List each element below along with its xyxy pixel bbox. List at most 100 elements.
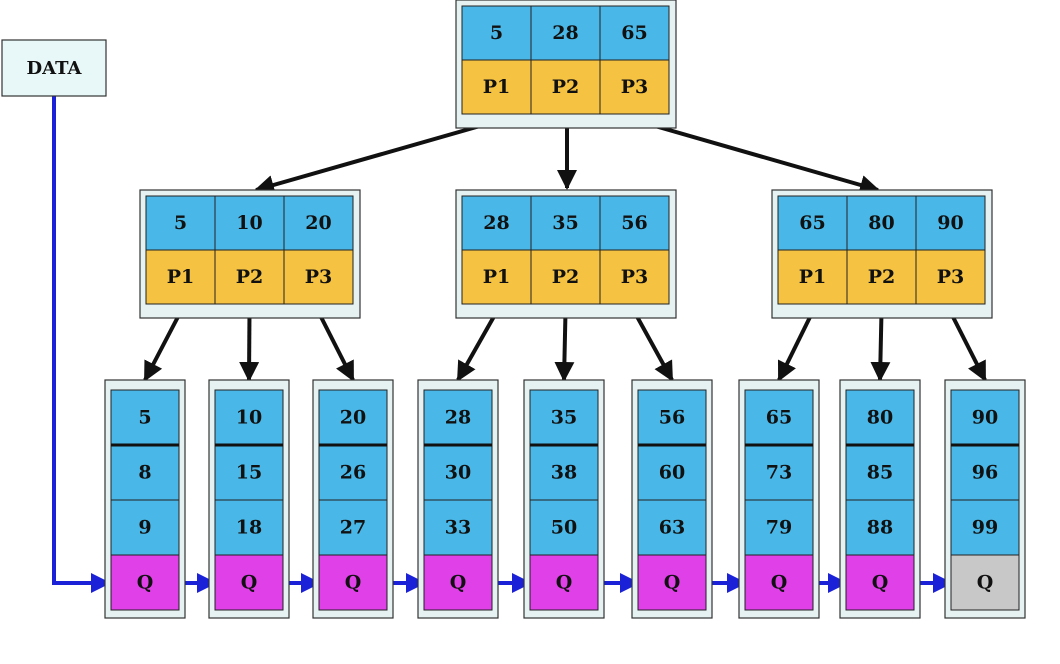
nodes-layer: 5P128P265P35P110P220P328P135P256P365P180… xyxy=(1,0,1026,619)
leaf-node-4-key-0-text: 28 xyxy=(445,407,471,429)
leaf-node-2-next-pointer-text: Q xyxy=(241,572,258,594)
leaf-node-8-key-2-text: 88 xyxy=(867,517,893,539)
leaf-node-6-key-1-cell xyxy=(637,444,707,501)
arrow-internal-to-leaf-7 xyxy=(777,311,815,382)
internal-node-3-key-2-cell xyxy=(915,195,986,251)
arrow-internal-to-leaf-6 xyxy=(632,311,674,382)
leaf-node-9-key-2-cell xyxy=(950,499,1020,556)
root-node-key-2-text: 65 xyxy=(621,22,647,44)
leaf-node-4-next-pointer-cell xyxy=(423,554,493,611)
internal-node-3-key-1-text: 80 xyxy=(868,212,894,234)
leaf-node-6-key-2-cell xyxy=(637,499,707,556)
leaf-node-2-key-0-text: 10 xyxy=(236,407,262,429)
internal-node-2-key-0-cell xyxy=(461,195,532,251)
root-node-key-1-text: 28 xyxy=(552,22,578,44)
internal-node-1-key-0-text: 5 xyxy=(174,212,187,234)
leaf-node-4-key-1-cell xyxy=(423,444,493,501)
leaf-node-4-key-1-text: 30 xyxy=(445,462,471,484)
leaf-node-5-next-pointer-cell xyxy=(529,554,599,611)
leaf-node-9-key-2-text: 99 xyxy=(972,517,998,539)
leaf-node-7-key-1-text: 73 xyxy=(766,462,792,484)
arrow-internal-to-leaf-4 xyxy=(456,311,499,382)
internal-node-1-pointer-2-cell xyxy=(283,249,354,305)
leaf-node-8-key-2-cell xyxy=(845,499,915,556)
internal-node-2-key-1-cell xyxy=(530,195,601,251)
leaf-node-6-next-pointer-cell xyxy=(637,554,707,611)
root-node-pointer-1-text: P2 xyxy=(552,76,580,98)
leaf-node-5-next-pointer-text: Q xyxy=(556,572,573,594)
leaf-node-3-next-pointer-cell xyxy=(318,554,388,611)
leaf-node-4-key-0-cell xyxy=(423,389,493,446)
arrow-data-to-first-leaf xyxy=(52,96,111,593)
leaf-node-5-key-0-text: 35 xyxy=(551,407,577,429)
internal-node-1-pointer-1-cell xyxy=(214,249,285,305)
leaf-node-3-key-1-cell xyxy=(318,444,388,501)
root-node-pointer-1-cell xyxy=(530,59,601,115)
leaf-node-6-key-1-text: 60 xyxy=(659,462,685,484)
leaf-node-9-next-pointer-cell xyxy=(950,554,1020,611)
arrow-internal-to-leaf-1 xyxy=(143,311,183,382)
leaf-node-5-key-1-cell xyxy=(529,444,599,501)
leaf-node-3-key-0-text: 20 xyxy=(340,407,366,429)
leaf-node-3-next-pointer-text: Q xyxy=(345,572,362,594)
arrow-root-p1 xyxy=(254,124,481,195)
leaf-node-7-next-pointer-cell xyxy=(744,554,814,611)
leaf-node-9-key-0-text: 90 xyxy=(972,407,998,429)
data-pointer-box: DATA xyxy=(1,39,107,97)
leaf-node-6-next-pointer-text: Q xyxy=(664,572,681,594)
root-node-key-0-cell xyxy=(461,5,532,61)
leaf-node-9-key-1-cell xyxy=(950,444,1020,501)
arrow-internal-to-leaf-2 xyxy=(239,311,260,382)
internal-node-3-pointer-0-cell xyxy=(777,249,848,305)
internal-node-2-pointer-0-text: P1 xyxy=(483,266,511,288)
internal-node-2-key-2-text: 56 xyxy=(621,212,647,234)
arrow-internal-to-leaf-5 xyxy=(554,311,575,382)
leaf-node-5-key-2-text: 50 xyxy=(551,517,577,539)
root-node-key-0-text: 5 xyxy=(490,22,503,44)
arrow-root-p3 xyxy=(654,124,880,195)
internal-node-3-key-1-cell xyxy=(846,195,917,251)
leaf-node-4-next-pointer-text: Q xyxy=(450,572,467,594)
data-label: DATA xyxy=(27,58,83,79)
internal-node-3-key-2-text: 90 xyxy=(937,212,963,234)
leaf-node-1-key-0-text: 5 xyxy=(138,407,151,429)
leaf-node-1-key-0-cell xyxy=(110,389,180,446)
root-node-pointer-0-cell xyxy=(461,59,532,115)
leaf-node-1-key-2-text: 9 xyxy=(138,517,151,539)
internal-node-2-key-1-text: 35 xyxy=(552,212,578,234)
leaf-node-6-key-0-cell xyxy=(637,389,707,446)
leaf-node-7-key-1-cell xyxy=(744,444,814,501)
leaf-node-8-key-1-text: 85 xyxy=(867,462,893,484)
arrow-internal-to-leaf-3 xyxy=(316,311,355,382)
leaf-node-2-key-0-cell xyxy=(214,389,284,446)
root-node-pointer-2-cell xyxy=(599,59,670,115)
internal-node-1-key-2-text: 20 xyxy=(305,212,331,234)
leaf-node-1-key-1-cell xyxy=(110,444,180,501)
leaf-node-8-key-0-cell xyxy=(845,389,915,446)
leaf-node-6-key-2-text: 63 xyxy=(659,517,685,539)
leaf-node-9-next-pointer-text: Q xyxy=(977,572,994,594)
leaf-node-1-next-pointer-cell xyxy=(110,554,180,611)
internal-node-1-pointer-2-text: P3 xyxy=(305,266,333,288)
internal-node-1-key-0-cell xyxy=(145,195,216,251)
leaf-node-1-next-pointer-text: Q xyxy=(137,572,154,594)
internal-node-3-pointer-1-text: P2 xyxy=(868,266,896,288)
internal-node-3-pointer-2-text: P3 xyxy=(937,266,965,288)
internal-node-2-key-0-text: 28 xyxy=(483,212,509,234)
leaf-node-7-key-0-cell xyxy=(744,389,814,446)
leaf-node-8-next-pointer-cell xyxy=(845,554,915,611)
